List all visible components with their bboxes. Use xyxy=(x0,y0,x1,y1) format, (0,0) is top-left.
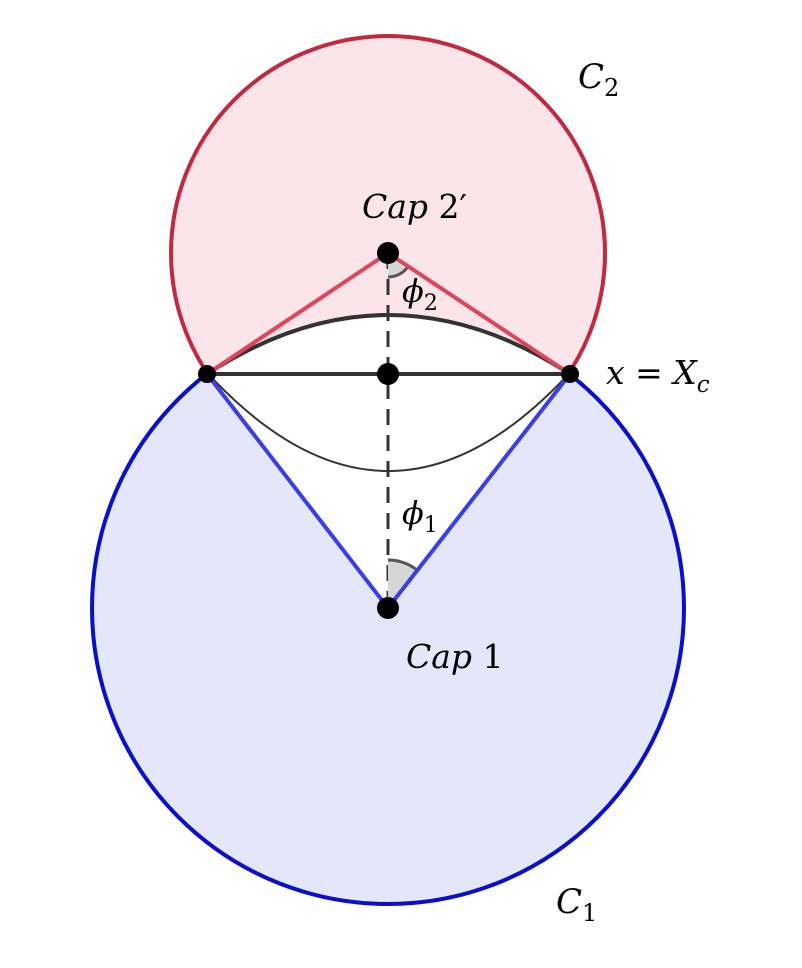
angle-phi1-arc xyxy=(387,558,418,572)
label-phi1: ϕ1 xyxy=(402,494,438,538)
label-phi2: ϕ2 xyxy=(402,272,438,316)
c1-radius-left xyxy=(205,372,390,610)
label-c2: C2 xyxy=(578,57,619,102)
label-cap2: Cap 2′ xyxy=(362,187,467,226)
label-c1: C1 xyxy=(556,882,597,927)
point-right-intersection xyxy=(561,365,579,383)
point-c2-center xyxy=(377,242,399,264)
point-left-intersection xyxy=(198,365,216,383)
point-chord-mid xyxy=(377,363,399,385)
point-c1-center xyxy=(377,597,399,619)
c2-radius-right xyxy=(386,251,572,376)
c2-radius-left xyxy=(205,251,390,376)
label-cap1: Cap 1 xyxy=(406,637,504,676)
c1-radius-right xyxy=(386,372,572,610)
label-x-eq-xc: x = Xc xyxy=(606,353,710,398)
